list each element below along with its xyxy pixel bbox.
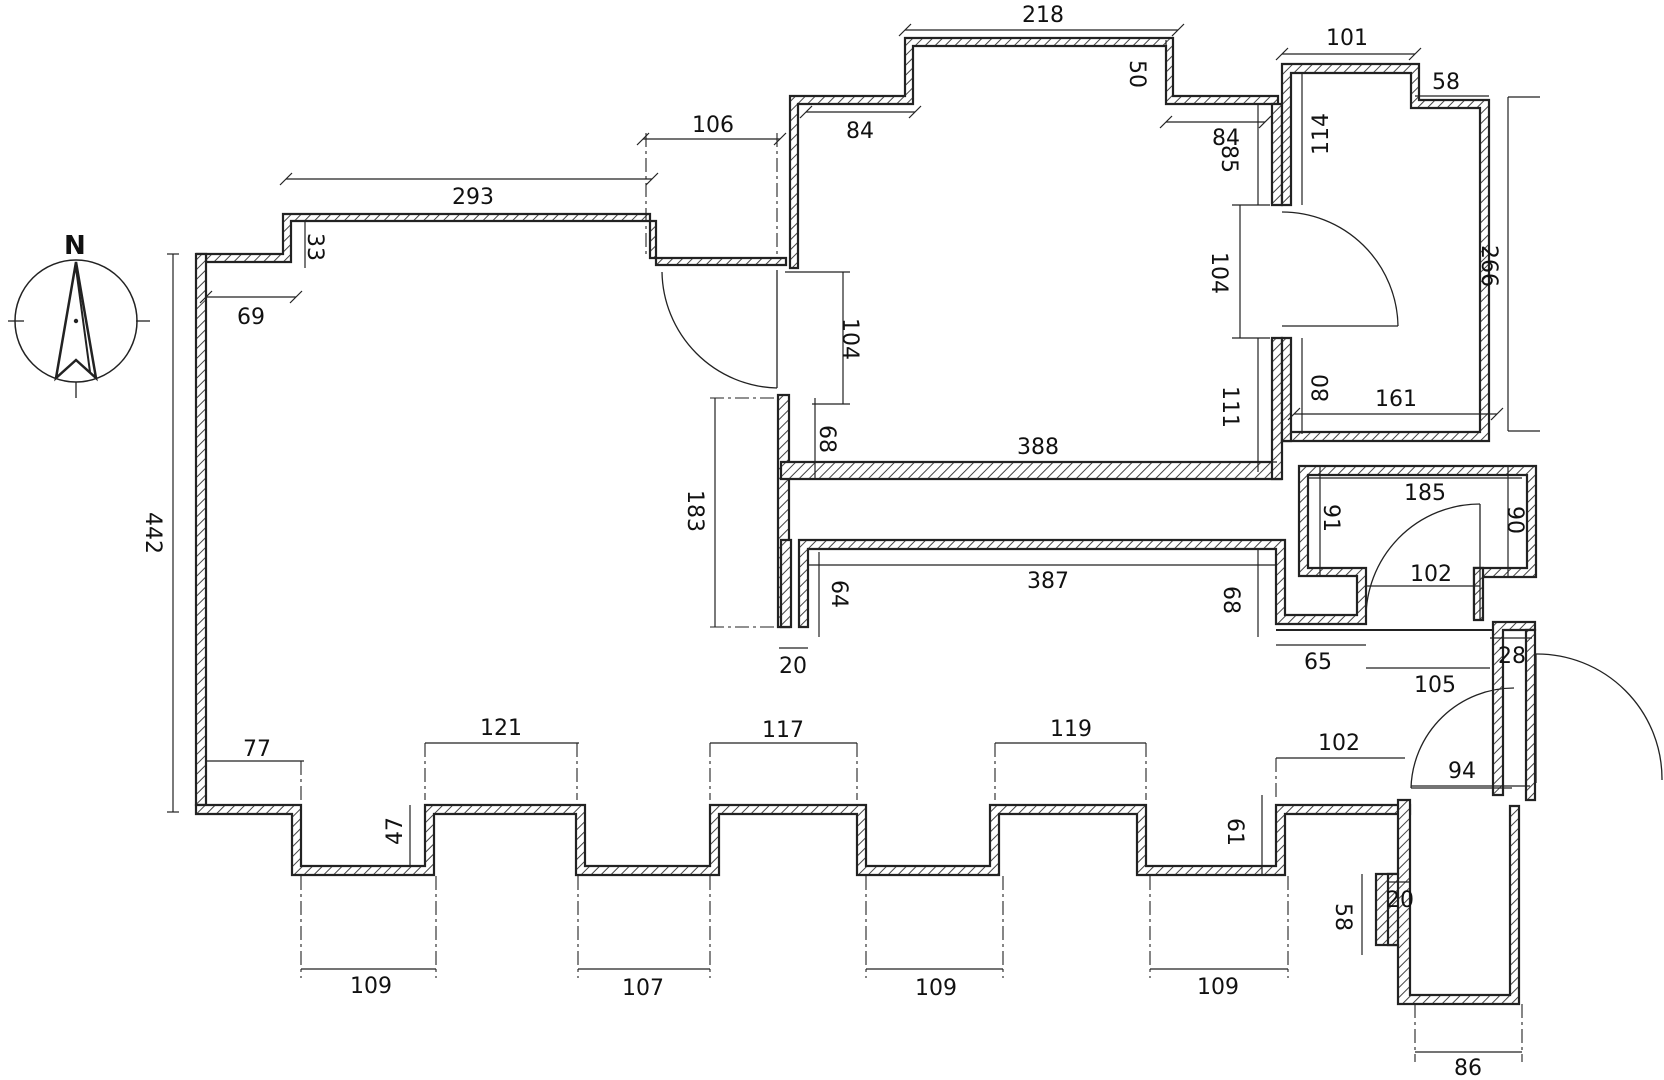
dim-185: 185 [1404,481,1446,506]
dim-61: 61 [1222,818,1247,846]
dim-109-b: 109 [915,976,957,1001]
dim-102-bottom: 102 [1318,731,1360,756]
dim-20-bottom: 20 [1386,888,1414,913]
wall-bedroom-bottom [779,460,1283,481]
doors [661,211,1663,789]
dim-109-c: 109 [1197,975,1239,1000]
dim-442: 442 [140,512,165,554]
door-entry [1535,653,1663,783]
dim-266: 266 [1476,245,1501,287]
dim-119: 119 [1050,717,1092,742]
door-storage [1410,687,1515,789]
dim-117: 117 [762,718,804,743]
dim-161: 161 [1375,387,1417,412]
dim-65: 65 [1304,650,1332,675]
dim-218: 218 [1022,3,1064,28]
dim-47: 47 [383,817,408,845]
door-closet [1365,503,1481,621]
wall-bath-lower-left [1280,336,1293,443]
dim-28: 28 [1498,644,1526,669]
dim-84-left: 84 [846,119,874,144]
dim-84-right: 84 [1212,126,1240,151]
dimension-lines [167,23,1540,1062]
north-label: N [64,231,86,261]
dim-77: 77 [243,737,271,762]
wall-entry-east [1491,620,1537,797]
dim-86: 86 [1454,1056,1482,1080]
dim-50: 50 [1124,60,1149,88]
door-living-to-hall [661,270,778,389]
dim-80: 80 [1309,374,1334,402]
dim-58-bottom: 58 [1330,903,1355,931]
dim-20-mid: 20 [779,654,807,679]
wall-bedroom-east-lower [1270,336,1284,481]
dim-91: 91 [1318,504,1343,532]
dim-107: 107 [622,976,664,1001]
wall-closet-right-bottom [1472,566,1485,622]
dim-58-top: 58 [1432,70,1460,95]
dim-111: 111 [1217,386,1242,428]
dim-114: 114 [1309,113,1334,155]
dim-293: 293 [452,185,494,210]
dim-183: 183 [682,490,707,532]
dim-102-closet: 102 [1410,562,1452,587]
dim-94: 94 [1448,759,1476,784]
dim-64: 64 [826,580,851,608]
dim-109-a: 109 [350,974,392,999]
dim-33: 33 [302,233,327,261]
dim-121: 121 [480,716,522,741]
north-compass-icon: N [8,231,150,398]
dim-387: 387 [1027,569,1069,594]
walls [194,36,1538,1006]
dim-104-right: 104 [1206,252,1231,294]
wall-storage [1374,798,1521,1006]
wall-west [194,252,208,807]
dim-104-mid: 104 [837,318,862,360]
dim-69: 69 [237,305,265,330]
dim-388: 388 [1017,435,1059,460]
dim-90: 90 [1502,506,1527,534]
wall-storage-inner [1386,872,1400,947]
wall-top-living [195,212,788,267]
dim-105: 105 [1414,673,1456,698]
wall-bedroom-east-upper [1270,102,1284,207]
wall-entry-east-line [1524,628,1537,802]
dim-68-upper: 68 [814,425,839,453]
dim-106: 106 [692,113,734,138]
dim-68-lower: 68 [1218,586,1243,614]
door-bedroom-to-bath [1281,211,1399,327]
wall-bedroom-outline [788,36,1280,270]
wall-living-east-bottom [779,538,793,629]
wall-bath-outline [1280,62,1491,443]
dim-101: 101 [1326,26,1368,51]
dim-85: 85 [1216,145,1241,173]
dimension-labels: 218 101 58 50 84 84 85 114 106 293 33 69… [140,3,1527,1080]
